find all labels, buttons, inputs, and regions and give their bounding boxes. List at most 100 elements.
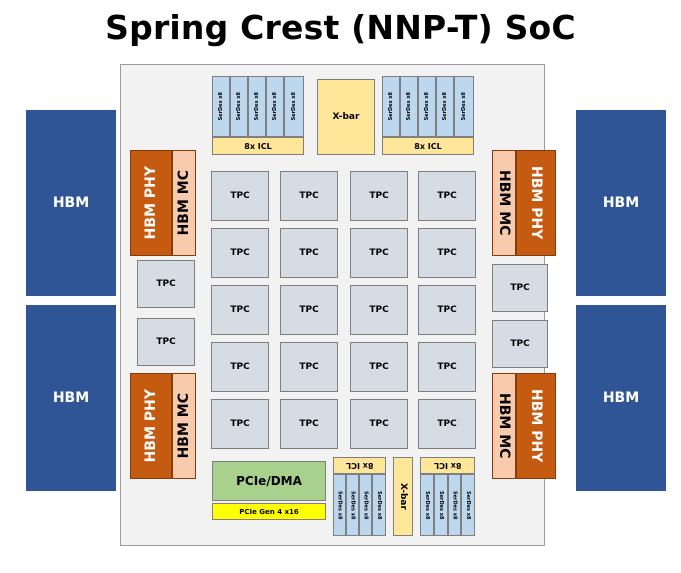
hbm-mc-right-bottom: HBM MC [492, 373, 516, 479]
tpc-grid: TPC [418, 342, 476, 392]
serdes-label: SerDes x8 [388, 92, 394, 121]
hbm-label: HBM [602, 390, 640, 406]
hbm-mc-label: HBM MC [176, 170, 192, 236]
serdes-block: SerDes x8 [454, 76, 474, 137]
hbm-mc-left-top: HBM MC [172, 150, 196, 256]
tpc-label: TPC [156, 337, 176, 347]
serdes-block: SerDes x8 [400, 76, 418, 137]
serdes-block: SerDes x8 [248, 76, 266, 137]
serdes-label: SerDes x8 [376, 490, 382, 520]
tpc-label: TPC [299, 305, 319, 315]
hbm-mc-right-top: HBM MC [492, 150, 516, 256]
tpc-grid: TPC [418, 228, 476, 278]
xbar-top: X-bar [317, 79, 375, 155]
tpc-side-left-2: TPC [137, 318, 195, 366]
diagram-title: Spring Crest (NNP-T) SoC [105, 8, 576, 47]
tpc-grid: TPC [350, 171, 408, 221]
hbm-mc-label: HBM MC [496, 393, 512, 459]
tpc-label: TPC [230, 248, 250, 258]
icl-label: 8x ICL [345, 461, 374, 470]
tpc-grid: TPC [350, 285, 408, 335]
serdes-label: SerDes x8 [291, 92, 297, 121]
tpc-label: TPC [437, 191, 457, 201]
hbm-phy-right-top: HBM PHY [516, 150, 556, 256]
tpc-label: TPC [369, 362, 389, 372]
xbar-label: X-bar [398, 483, 408, 510]
icl-label: 8x ICL [433, 461, 462, 470]
tpc-grid: TPC [211, 342, 269, 392]
serdes-label: SerDes x8 [218, 92, 224, 121]
serdes-label: SerDes x8 [442, 92, 448, 121]
tpc-label: TPC [510, 339, 530, 349]
serdes-block: SerDes x8 [448, 474, 461, 536]
serdes-block: SerDes x8 [434, 474, 448, 536]
icl-label: 8x ICL [244, 141, 272, 151]
tpc-grid: TPC [350, 342, 408, 392]
tpc-label: TPC [230, 419, 250, 429]
serdes-label: SerDes x8 [461, 92, 467, 121]
xbar-bottom: X-bar [393, 457, 413, 536]
icl-label: 8x ICL [414, 141, 442, 151]
xbar-label: X-bar [332, 112, 360, 122]
hbm-phy-label: HBM PHY [528, 389, 544, 463]
serdes-block: SerDes x8 [346, 474, 359, 536]
hbm-phy-label: HBM PHY [143, 166, 159, 240]
tpc-grid: TPC [280, 285, 338, 335]
serdes-block: SerDes x8 [212, 76, 230, 137]
serdes-block: SerDes x8 [461, 474, 475, 536]
tpc-grid: TPC [280, 342, 338, 392]
tpc-label: TPC [369, 305, 389, 315]
tpc-label: TPC [437, 248, 457, 258]
tpc-side-right-2: TPC [492, 320, 548, 368]
serdes-label: SerDes x8 [424, 490, 430, 520]
serdes-label: SerDes x8 [236, 92, 242, 121]
hbm-label: HBM [52, 195, 90, 211]
serdes-block: SerDes x8 [420, 474, 434, 536]
hbm-bottom-right: HBM [576, 305, 666, 491]
serdes-block: SerDes x8 [333, 474, 346, 536]
tpc-label: TPC [299, 248, 319, 258]
hbm-mc-left-bottom: HBM MC [172, 373, 196, 479]
tpc-grid: TPC [211, 285, 269, 335]
tpc-side-right-1: TPC [492, 264, 548, 312]
hbm-phy-left-bottom: HBM PHY [130, 373, 172, 479]
serdes-block: SerDes x8 [230, 76, 248, 137]
serdes-block: SerDes x8 [436, 76, 454, 137]
tpc-grid: TPC [418, 285, 476, 335]
serdes-block: SerDes x8 [266, 76, 284, 137]
tpc-label: TPC [369, 419, 389, 429]
tpc-grid: TPC [280, 171, 338, 221]
icl-top-left: 8x ICL [212, 137, 304, 155]
tpc-label: TPC [437, 305, 457, 315]
hbm-phy-left-top: HBM PHY [130, 150, 172, 256]
tpc-label: TPC [369, 191, 389, 201]
tpc-label: TPC [156, 279, 176, 289]
tpc-label: TPC [510, 283, 530, 293]
pcie-gen-label: PCIe Gen 4 x16 [239, 507, 299, 516]
serdes-label: SerDes x8 [465, 490, 471, 520]
hbm-phy-label: HBM PHY [143, 389, 159, 463]
icl-bottom-right: 8x ICL [420, 457, 475, 474]
serdes-label: SerDes x8 [254, 92, 260, 121]
serdes-label: SerDes x8 [349, 490, 356, 520]
tpc-label: TPC [369, 248, 389, 258]
tpc-label: TPC [230, 191, 250, 201]
hbm-mc-label: HBM MC [496, 170, 512, 236]
tpc-grid: TPC [211, 399, 269, 449]
serdes-block: SerDes x8 [382, 76, 400, 137]
hbm-mc-label: HBM MC [176, 393, 192, 459]
tpc-grid: TPC [418, 399, 476, 449]
hbm-top-left: HBM [26, 110, 116, 296]
pcie-gen-block: PCIe Gen 4 x16 [212, 503, 326, 520]
serdes-label: SerDes x8 [424, 92, 430, 121]
tpc-side-left-1: TPC [137, 260, 195, 308]
pcie-dma-block: PCIe/DMA [212, 461, 326, 501]
serdes-block: SerDes x8 [359, 474, 372, 536]
tpc-label: TPC [230, 305, 250, 315]
tpc-label: TPC [437, 419, 457, 429]
tpc-grid: TPC [418, 171, 476, 221]
icl-bottom-left: 8x ICL [333, 457, 386, 474]
tpc-grid: TPC [350, 399, 408, 449]
serdes-block: SerDes x8 [418, 76, 436, 137]
hbm-phy-right-bottom: HBM PHY [516, 373, 556, 479]
